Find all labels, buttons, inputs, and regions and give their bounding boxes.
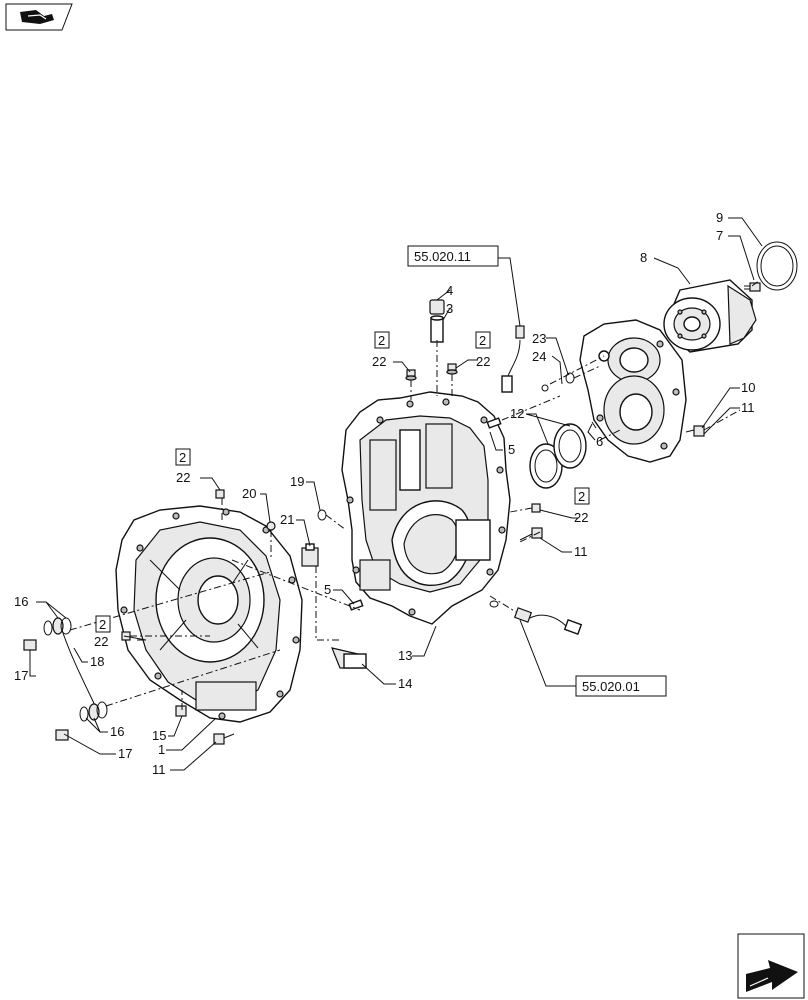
boxed-2-c-text: 2 (179, 450, 186, 465)
o-ring-9 (756, 241, 798, 291)
callout-22-top-right: 22 (476, 354, 490, 369)
plug-22-front-top (215, 489, 225, 499)
fitting-21 (301, 543, 319, 567)
book-hand-icon[interactable] (5, 3, 73, 31)
callout-16-top: 16 (14, 594, 28, 609)
plug-15 (175, 705, 187, 717)
callout-22-top-left: 22 (372, 354, 386, 369)
callout-11-right-top: 11 (741, 400, 755, 415)
o-ring-19 (317, 509, 327, 521)
callout-23: 23 (532, 331, 546, 346)
dowel-5-top (486, 417, 502, 429)
callout-5-top: 5 (508, 442, 515, 457)
callout-16-bottom: 16 (110, 724, 124, 739)
rear-cover-plate (579, 319, 687, 463)
callout-8: 8 (640, 250, 647, 265)
callout-15: 15 (152, 728, 166, 743)
leader-lines (29, 217, 763, 771)
sleeve-3 (430, 315, 444, 343)
boxed-2-a[interactable] (374, 331, 390, 349)
speed-sensor-top (501, 325, 525, 393)
center-housing-13 (341, 391, 511, 625)
speed-sensor-bottom (489, 600, 583, 635)
o-ring-24 (541, 384, 549, 392)
boxed-2-d-text: 2 (578, 489, 585, 504)
callout-11-mid: 11 (574, 544, 588, 559)
callout-6: 6 (596, 434, 603, 449)
callout-17-bottom: 17 (118, 746, 132, 761)
boxed-2-b-text: 2 (479, 333, 486, 348)
callout-20: 20 (242, 486, 256, 501)
callout-12: 12 (510, 406, 524, 421)
callout-22-front-top: 22 (176, 470, 190, 485)
hub-assembly-8 (663, 279, 757, 353)
callout-labels: 4 3 22 22 23 24 9 7 8 10 11 12 6 5 22 11… (14, 210, 755, 777)
boxed-2-d[interactable] (574, 487, 590, 505)
bolt-11-bottom (213, 733, 235, 745)
callout-14: 14 (398, 676, 412, 691)
ref-box-bottom[interactable] (575, 675, 667, 697)
callout-11-bottom: 11 (152, 762, 166, 777)
callout-3: 3 (446, 301, 453, 316)
front-housing-1 (115, 505, 303, 723)
boxed-2-a-text: 2 (378, 333, 385, 348)
boxed-2-e[interactable] (95, 615, 111, 633)
bolt-7 (744, 282, 761, 292)
o-ring-23 (565, 372, 575, 384)
plug-22-top-left (405, 369, 417, 381)
callout-17-top: 17 (14, 668, 28, 683)
pin-6 (591, 421, 597, 429)
ref-55-020-11[interactable]: 55.020.11 (414, 249, 471, 264)
callout-7: 7 (716, 228, 723, 243)
dowel-5-bottom (348, 599, 364, 611)
callout-21: 21 (280, 512, 294, 527)
bolt-10 (685, 425, 705, 437)
callout-22-front-left: 22 (94, 634, 108, 649)
callout-22-mid: 22 (574, 510, 588, 525)
boxed-2-e-text: 2 (99, 617, 106, 632)
callout-9: 9 (716, 210, 723, 225)
callout-1: 1 (158, 742, 165, 757)
ref-55-020-01[interactable]: 55.020.01 (582, 679, 640, 694)
next-page-arrow-icon[interactable] (737, 933, 805, 999)
ref-box-top[interactable] (407, 245, 499, 267)
plug-22-top-right (446, 363, 458, 375)
callout-5-bottom: 5 (324, 582, 331, 597)
callout-18: 18 (90, 654, 104, 669)
boxed-2-b[interactable] (475, 331, 491, 349)
cap-4 (429, 299, 445, 315)
plug-20 (266, 521, 276, 531)
pipe-18 (23, 617, 108, 741)
callout-19: 19 (290, 474, 304, 489)
callout-4: 4 (446, 283, 453, 298)
callout-10: 10 (741, 380, 755, 395)
callout-13: 13 (398, 648, 412, 663)
callout-24: 24 (532, 349, 546, 364)
bolt-11-right (519, 527, 543, 541)
filter-14 (331, 647, 367, 669)
boxed-2-c[interactable] (175, 448, 191, 466)
plug-22-mid (531, 503, 541, 513)
